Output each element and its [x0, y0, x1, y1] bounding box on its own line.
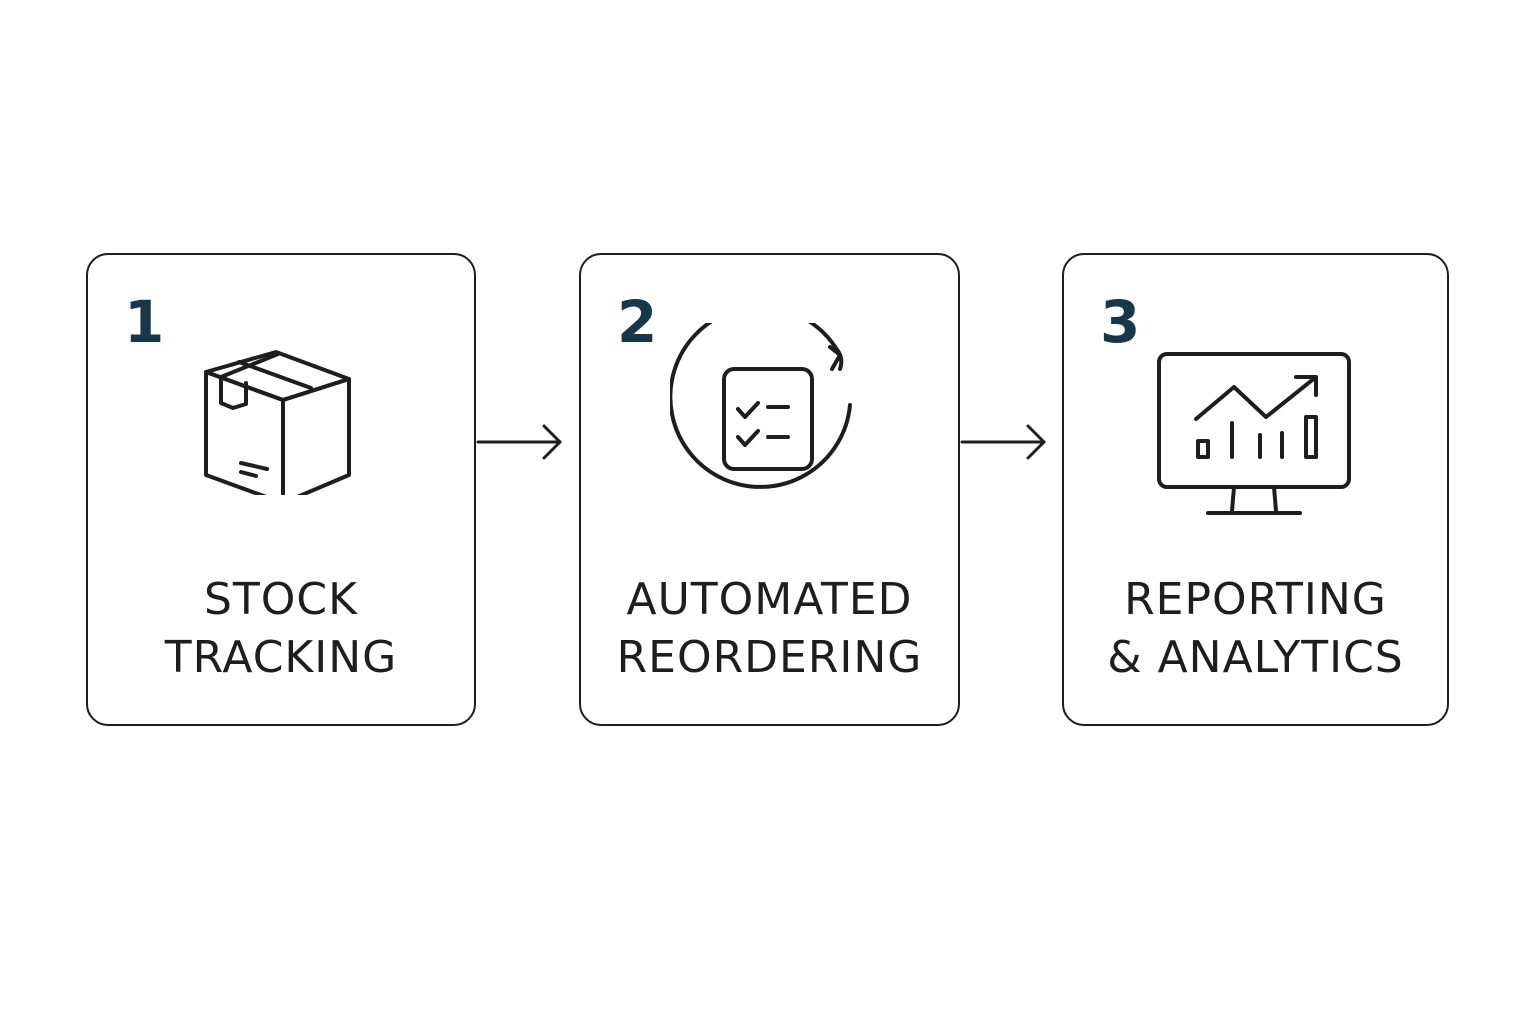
step-card-stock-tracking: 1 STOCK TRACKING: [86, 253, 476, 726]
box-icon: [204, 350, 351, 495]
step-number: 2: [617, 288, 658, 356]
step-label: AUTOMATED REORDERING: [581, 571, 958, 687]
arrow-right-icon: [476, 424, 562, 460]
step-label-line-2: TRACKING: [164, 632, 398, 683]
arrow-right-icon: [960, 424, 1046, 460]
step-label-line-1: REPORTING: [1124, 574, 1387, 625]
step-label-line-1: STOCK: [203, 574, 358, 625]
step-label-line-2: & ANALYTICS: [1107, 632, 1404, 683]
step-card-automated-reordering: 2 AUTOMATED REORDERING: [579, 253, 960, 726]
step-number: 3: [1100, 288, 1141, 356]
step-label: STOCK TRACKING: [88, 571, 474, 687]
checklist-cycle-icon: [669, 323, 852, 489]
step-number: 1: [124, 288, 165, 356]
monitor-chart-icon: [1156, 352, 1351, 515]
step-card-reporting-analytics: 3 REPORTING & ANALYTICS: [1062, 253, 1449, 726]
step-label-line-2: REORDERING: [616, 632, 923, 683]
step-label-line-1: AUTOMATED: [626, 574, 913, 625]
step-label: REPORTING & ANALYTICS: [1064, 571, 1447, 687]
